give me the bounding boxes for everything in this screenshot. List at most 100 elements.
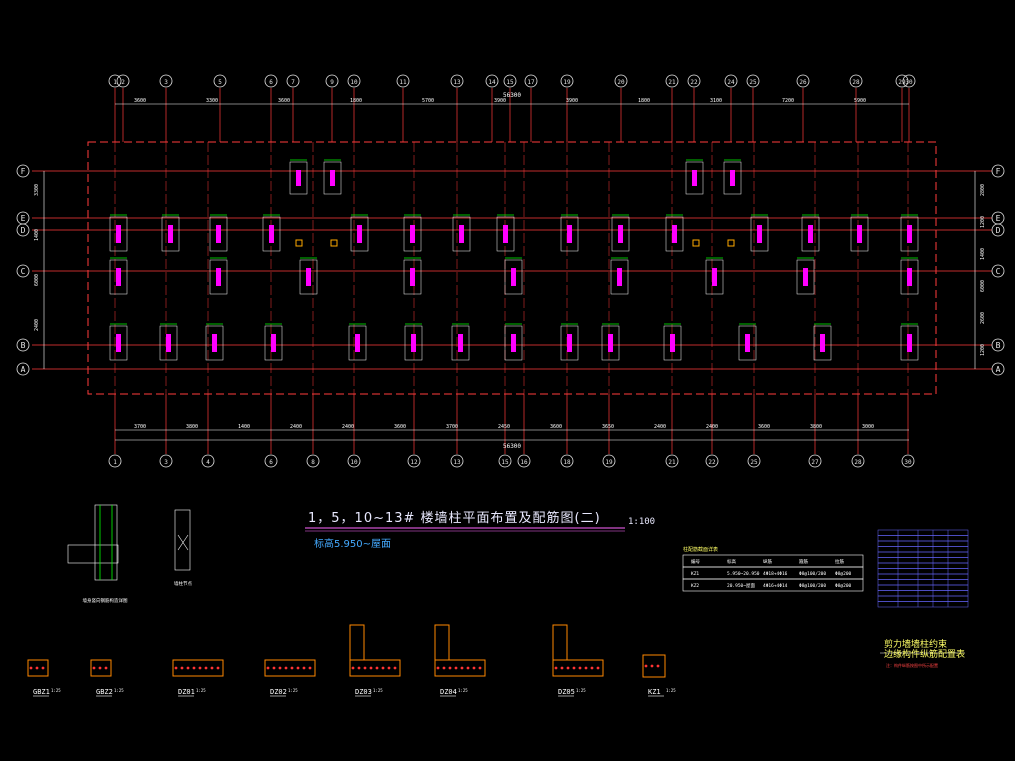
column-outline [705,259,724,295]
detail-rebar-dot [296,666,300,670]
axis-bubble [991,338,1005,352]
detail-rebar-dot [554,666,558,670]
column-outline [850,216,869,252]
detail-name: GBZ2 [96,688,113,696]
axis-label: 3 [164,459,168,466]
detail-gbz2 [90,659,112,697]
column-outline [323,161,342,195]
detail-rebar-dot [393,666,397,670]
dim-text-bottom: 3600 [550,424,562,430]
axis-bubble [705,454,719,468]
axis-bubble [991,362,1005,376]
detail-outline [552,659,604,677]
column-outline [350,216,369,252]
axis-bubble [286,74,300,88]
dim-text-left: 1400 [34,229,40,241]
axis-label: 19 [563,79,571,86]
detail-gbz1 [27,659,49,697]
small-column [727,239,735,247]
axis-bubble [560,74,574,88]
section-label: 墙柱节点 [174,580,192,587]
axis-bubble [991,264,1005,278]
detail-rebar-dot [174,666,178,670]
wall-column [907,334,912,352]
detail-dz05 [552,624,604,697]
axis-bubble [808,454,822,468]
detail-rebar-dot [357,666,361,670]
wall-column [907,268,912,286]
axis-bubble [991,223,1005,237]
detail-scale: 1:25 [51,688,61,693]
axis-bubble [901,454,915,468]
stats-title-line1: 剪力墙墙柱约束 [884,640,948,650]
dim-text-right: 6000 [980,280,986,292]
column-outline [403,259,422,295]
detail-rebar-dot [104,666,108,670]
detail-outline [90,659,112,677]
wall-column [672,225,677,243]
column-outline [900,325,919,361]
wall-column [608,334,613,352]
column-outline [813,325,832,361]
axis-bubble [665,74,679,88]
axis-bubble [16,338,30,352]
axis-label: 9 [330,79,334,86]
axis-bubble [991,164,1005,178]
dim-text-right: 1200 [980,344,986,356]
wall-column [355,334,360,352]
detail-kz1 [642,654,666,697]
dim-text-right: 2600 [980,312,986,324]
detail-outline [27,659,49,677]
overall-dimension: 56300 [503,443,521,450]
wall-column [503,225,508,243]
column-outline [205,325,224,361]
stair-column [330,170,335,186]
detail-name: KZ1 [648,688,661,696]
column-outline [161,216,180,252]
axis-bubble [746,74,760,88]
detail-flange [349,624,365,661]
detail-rebar-dot [278,666,282,670]
axis-label: B [21,341,26,350]
column-table-cell: 4Φ18+4Φ16 [763,571,788,577]
axis-bubble [503,74,517,88]
column-outline [685,161,704,195]
column-table-cell: 20.950~屋面 [727,583,755,589]
axis-label: 15 [501,459,509,466]
detail-name: DZ02 [270,688,287,696]
detail-flange [434,624,450,661]
detail-rebar-dot [210,666,214,670]
axis-bubble [201,454,215,468]
wall-column [168,225,173,243]
axis-bubble [325,74,339,88]
detail-rebar-dot [578,666,582,670]
stair-column [296,170,301,186]
axis-label: 26 [799,79,807,86]
dim-text-right: 1200 [980,216,986,228]
axis-label: D [21,226,26,235]
axis-label: 19 [605,459,613,466]
axis-label: 10 [350,459,358,466]
axis-bubble [614,74,628,88]
axis-label: 15 [506,79,514,86]
detail-rebar-dot [351,666,355,670]
detail-rebar-dot [584,666,588,670]
dim-text-bottom: 3650 [602,424,614,430]
axis-bubble [895,74,909,88]
wall-column [712,268,717,286]
column-outline [159,325,178,361]
axis-label: 1 [113,79,117,86]
column-outline [109,259,128,295]
wall-column [757,225,762,243]
stair-column [692,170,697,186]
detail-rebar-dot [572,666,576,670]
dim-text-bottom: 3800 [186,424,198,430]
axis-label: A [996,365,1001,374]
axis-label: 10 [350,79,358,86]
wall-column [511,334,516,352]
detail-rebar-dot [266,666,270,670]
plan-boundary [87,141,937,395]
axis-label: 3 [164,79,168,86]
axis-bubble [450,454,464,468]
column-outline [801,216,820,252]
